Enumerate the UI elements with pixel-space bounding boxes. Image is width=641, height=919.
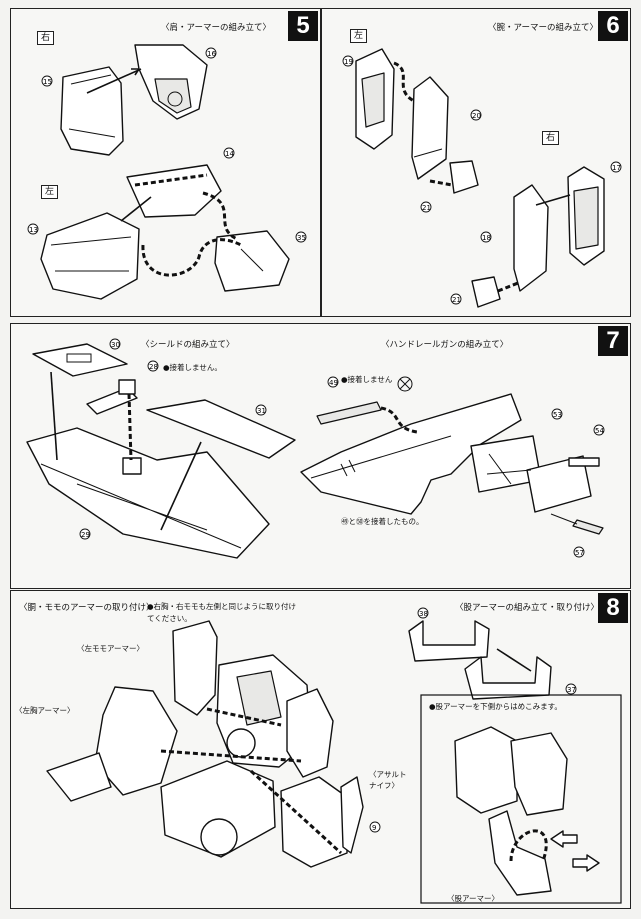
- assault-knife: [340, 776, 364, 854]
- part-number-54: 54: [595, 427, 604, 435]
- inset-box: [420, 694, 622, 904]
- step-5-panel: 5 〈肩・アーマーの組み立て〉 右 左 16 15 14: [10, 8, 321, 317]
- leg-inset: [454, 726, 518, 814]
- side-label-left: 左: [350, 29, 368, 43]
- step-title: 〈肩・アーマーの組み立て〉: [161, 23, 271, 33]
- part-14: [126, 164, 222, 218]
- step-6-diagram: 19 20 21 17 18 21: [342, 48, 622, 308]
- part-number-57: 57: [575, 549, 584, 557]
- part-number-30: 30: [111, 341, 120, 349]
- part-38: [408, 620, 490, 662]
- arm-joint: [286, 688, 334, 778]
- step-number: 7: [598, 326, 628, 356]
- step-8-diagram: 38 37 9: [46, 607, 622, 904]
- side-label-left: 左: [41, 185, 59, 199]
- part-31: [146, 399, 296, 459]
- part-37: [464, 656, 552, 700]
- gun-body: [300, 393, 522, 515]
- label-knife: 〈アサルトナイフ〉: [369, 770, 407, 790]
- part-number-49: 49: [329, 379, 338, 387]
- part-57: [572, 519, 604, 535]
- torso-note: ●右胸・右モモも左側と同じように取り付けてください。: [147, 602, 297, 623]
- label-left-thigh: 〈左モモアーマー〉: [77, 644, 145, 653]
- step-7-diagram: 30 28 31 29 49 53 54 57: [26, 338, 604, 559]
- label-crotch: 〈股アーマー〉: [447, 894, 500, 903]
- part-29: [26, 427, 270, 559]
- gun-title: 〈ハンドレールガンの組み立て〉: [381, 340, 509, 350]
- left-thigh-armor: [172, 620, 218, 716]
- step-title: 〈腕・アーマーの組み立て〉: [488, 23, 598, 33]
- step-5-diagram: 16 15 14 13 35: [27, 44, 307, 300]
- part-number-37: 37: [567, 686, 576, 694]
- part-21b: [471, 276, 501, 308]
- crotch-note: ●股アーマーを下側からはめこみます。: [429, 702, 562, 711]
- part-number-38: 38: [419, 610, 428, 618]
- arrow: [86, 68, 142, 94]
- step-number: 6: [598, 11, 628, 41]
- part-35: [214, 230, 290, 292]
- shield-title: 〈シールドの組み立て〉: [141, 340, 235, 350]
- step-8-panel: 8 〈胴・モモのアーマーの取り付け〉 ●右胸・右モモも左側と同じように取り付けて…: [10, 590, 631, 909]
- part-number-9: 9: [372, 824, 376, 832]
- part-number-16: 16: [207, 50, 216, 58]
- part-number-21: 21: [422, 204, 431, 212]
- part-number-53: 53: [553, 411, 562, 419]
- part-number-21b: 21: [452, 296, 461, 304]
- step-7-panel: 7 〈シールドの組み立て〉 〈ハンドレールガンの組み立て〉 ●接着しません。 ●…: [10, 323, 631, 589]
- part-number-13: 13: [29, 226, 38, 234]
- part-number-17: 17: [612, 164, 621, 172]
- side-label-right: 右: [37, 31, 55, 45]
- side-label-right: 右: [542, 131, 560, 145]
- part-21: [449, 160, 479, 194]
- part-number-14: 14: [225, 150, 234, 158]
- part-number-20: 20: [472, 112, 481, 120]
- part-54: [526, 455, 592, 513]
- hip-block: [160, 760, 276, 858]
- part-30: [32, 343, 128, 377]
- crotch-armor-inset: [488, 810, 552, 896]
- part-18: [513, 184, 549, 292]
- part-15: [60, 66, 124, 156]
- step-number: 8: [598, 593, 628, 623]
- step-number: 5: [288, 11, 318, 41]
- left-chest-armor: [94, 686, 178, 796]
- part-number-15: 15: [43, 78, 52, 86]
- part-number-31: 31: [257, 407, 266, 415]
- no-glue-note: ●接着しません。: [163, 363, 222, 372]
- assembly-dashed-line: [202, 191, 238, 241]
- no-glue-note-gun: ●接着しません: [341, 375, 393, 384]
- torso-title: 〈胴・モモのアーマーの取り付け〉: [19, 603, 155, 613]
- right-leg: [280, 776, 348, 868]
- part-number-35: 35: [297, 234, 306, 242]
- assembly-dashed-line: [393, 61, 415, 103]
- part-20: [411, 76, 449, 180]
- glued-note: ㊾と㊿を接着したもの。: [341, 517, 424, 526]
- part-13: [40, 212, 140, 300]
- part-number-19: 19: [344, 58, 353, 66]
- step-6-panel: 6 〈腕・アーマーの組み立て〉 左 右 19 20 21 17 18 21: [321, 8, 631, 317]
- part-49: [316, 401, 382, 425]
- label-left-chest: 〈左胸アーマー〉: [15, 706, 75, 715]
- part-number-28: 28: [149, 363, 158, 371]
- part-number-29: 29: [81, 531, 90, 539]
- part-number-18: 18: [482, 234, 491, 242]
- crotch-title: 〈股アーマーの組み立て・取り付け〉: [455, 603, 599, 613]
